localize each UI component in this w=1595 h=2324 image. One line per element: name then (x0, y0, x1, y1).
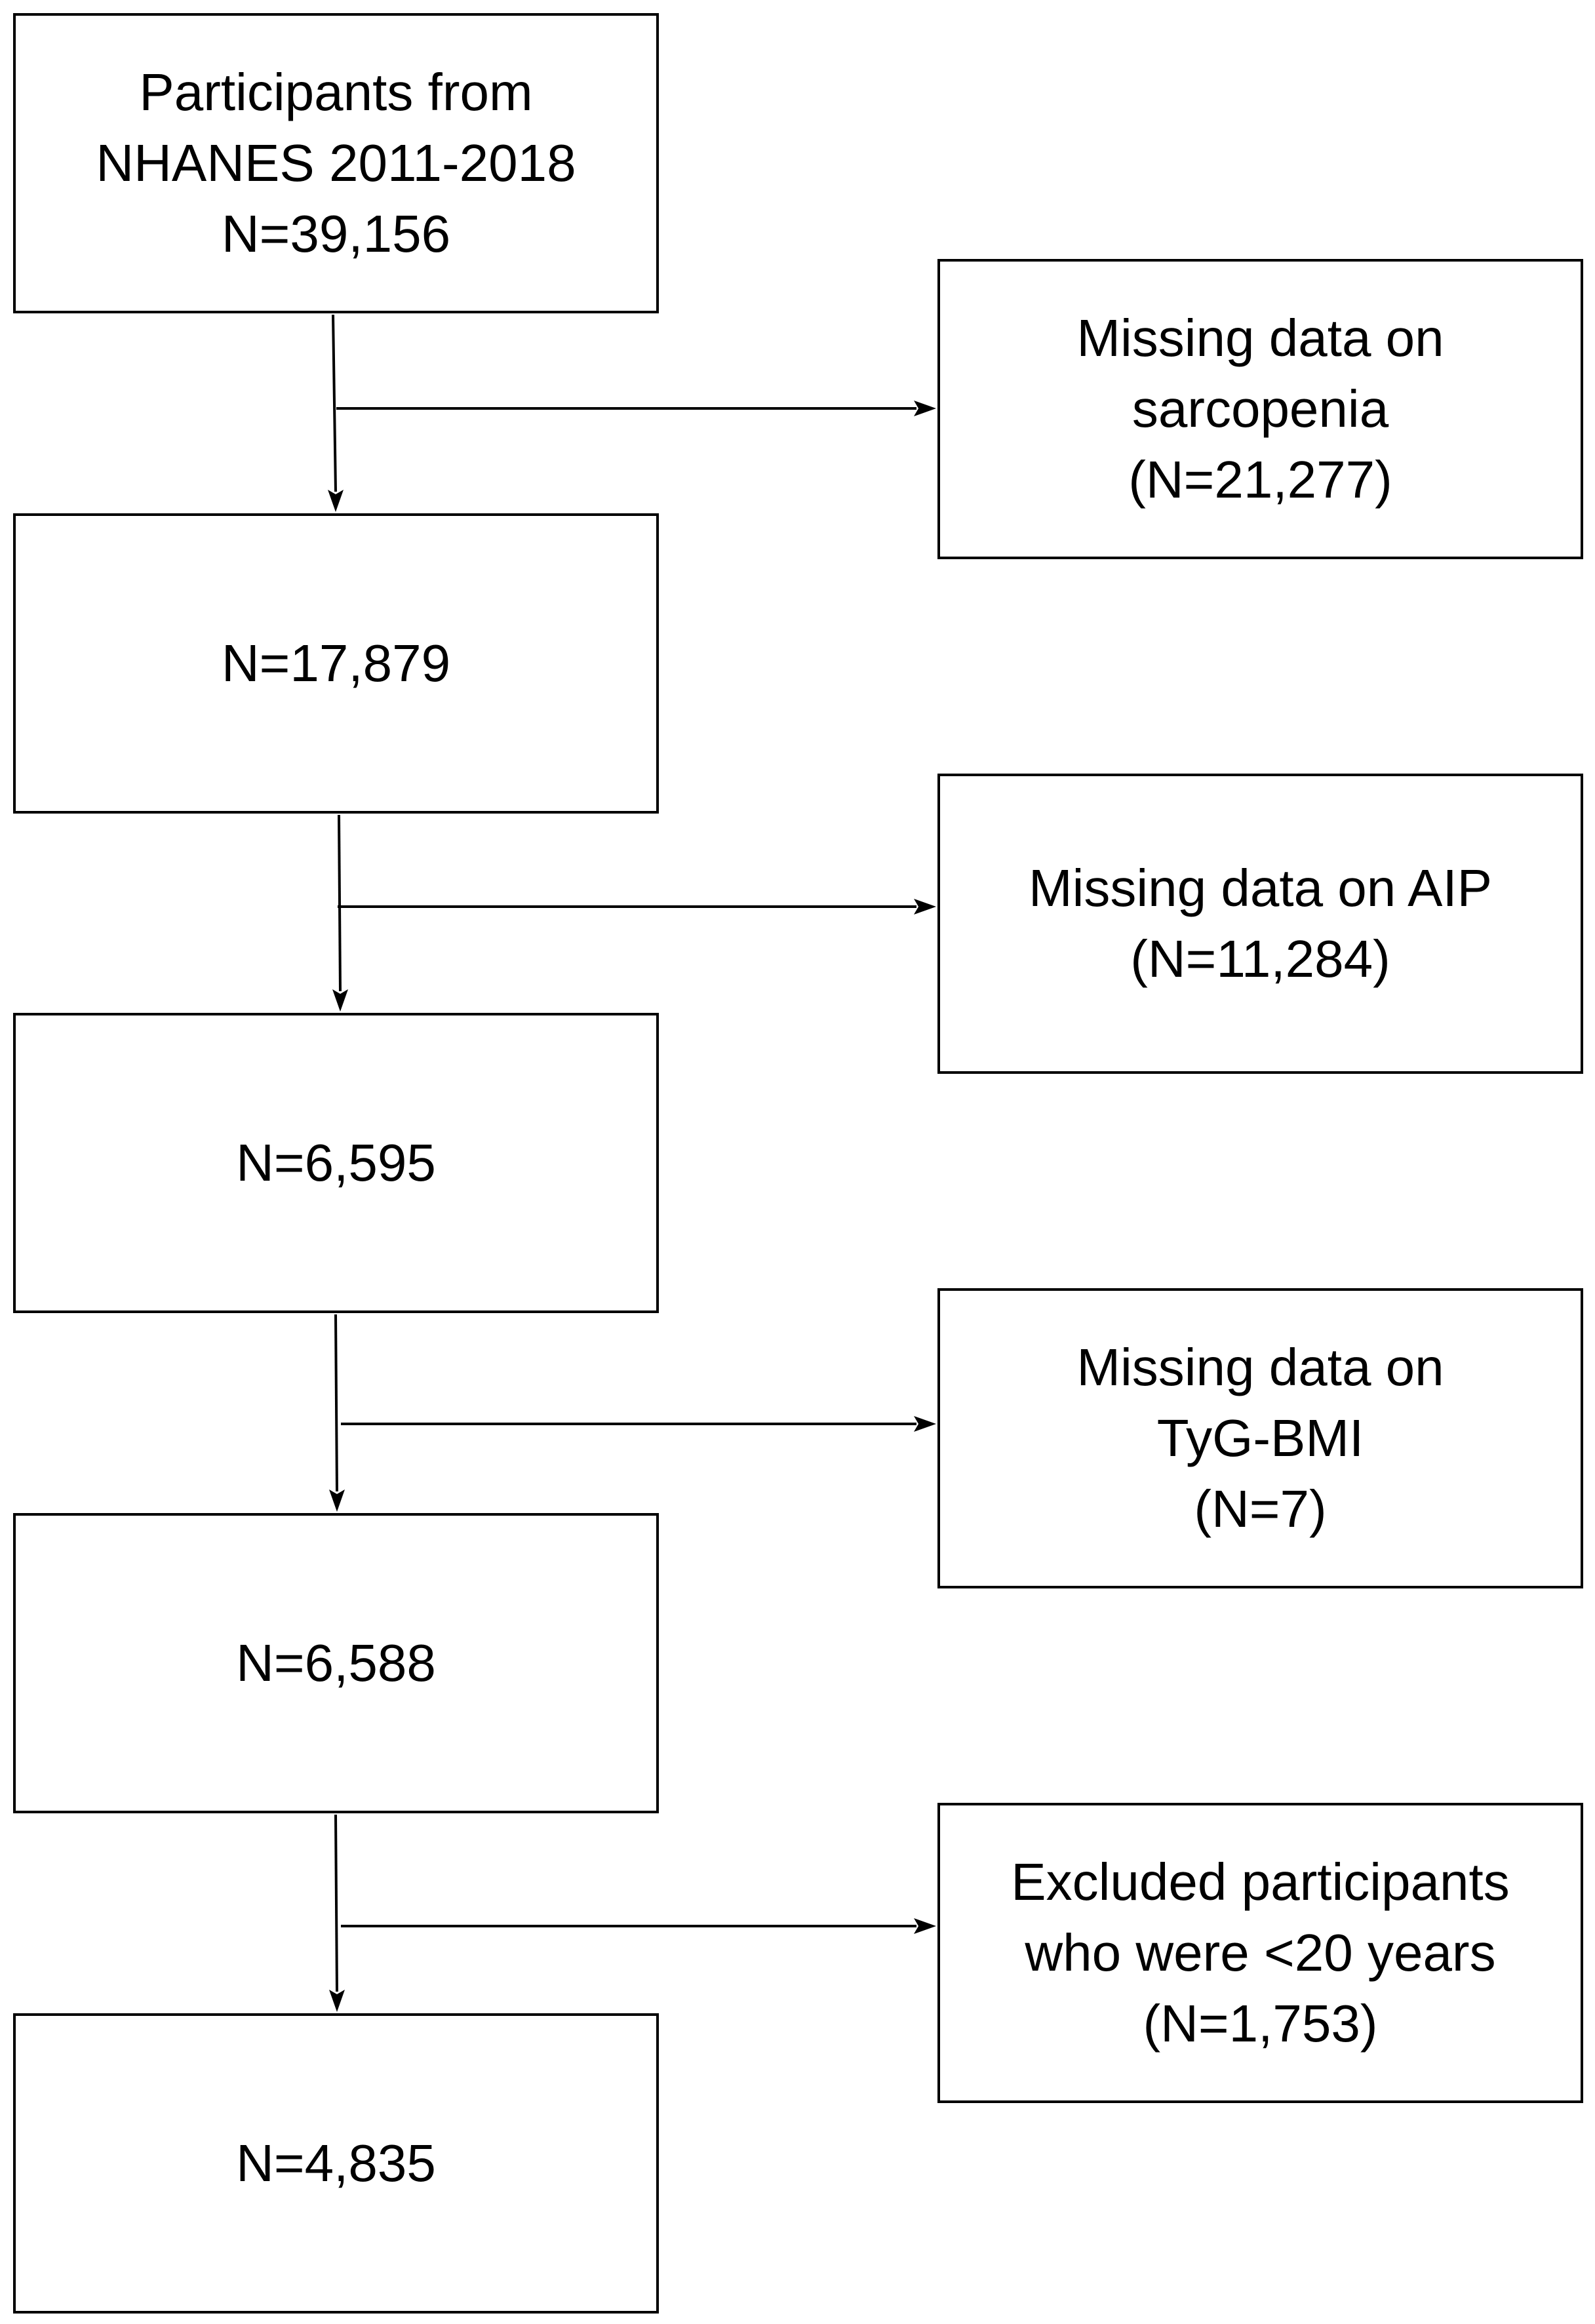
exclusion-box-line: who were <20 years (1025, 1923, 1496, 1982)
main-box-step-3: N=6,595 (13, 1013, 659, 1313)
exclusion-arrowhead-4 (914, 1918, 936, 1934)
main-box-step-2: N=17,879 (13, 513, 659, 814)
exclusion-box-line: Missing data on AIP (1028, 859, 1493, 917)
exclusion-arrowhead-1 (914, 401, 936, 416)
main-box-line: NHANES 2011-2018 (96, 134, 576, 192)
main-box-line: Participants from (139, 63, 533, 121)
exclusion-box-line: sarcopenia (1132, 380, 1389, 438)
exclusion-box-tyg-bmi: Missing data on TyG-BMI (N=7) (937, 1288, 1583, 1588)
exclusion-arrowhead-2 (914, 899, 936, 915)
flow-arrow-4 (334, 1814, 338, 1992)
exclusion-box-age: Excluded participants who were <20 years… (937, 1803, 1583, 2103)
flow-arrow-2 (338, 814, 342, 992)
flow-arrowhead-4 (329, 1990, 345, 2012)
flow-arrowhead-2 (332, 989, 348, 1012)
flow-arrow-3 (334, 1314, 338, 1492)
main-box-line: N=39,156 (221, 205, 451, 263)
exclusion-box-sarcopenia: Missing data on sarcopenia (N=21,277) (937, 259, 1583, 559)
main-box-line: N=6,595 (236, 1133, 436, 1192)
exclusion-box-line: Missing data on (1076, 1338, 1444, 1396)
main-box-step-4: N=6,588 (13, 1513, 659, 1813)
exclusion-box-line: Excluded participants (1011, 1853, 1510, 1911)
main-box-line: N=6,588 (236, 1634, 436, 1692)
exclusion-arrowhead-3 (914, 1416, 936, 1432)
main-box-line: N=4,835 (236, 2134, 436, 2192)
flow-arrowhead-3 (329, 1489, 345, 1512)
exclusion-box-line: (N=11,284) (1130, 930, 1390, 988)
flow-arrowhead-1 (328, 490, 344, 512)
main-box-line: N=17,879 (221, 634, 451, 692)
exclusion-box-line: (N=1,753) (1143, 1994, 1378, 2053)
exclusion-box-line: Missing data on (1076, 309, 1444, 367)
exclusion-box-line: (N=21,277) (1128, 450, 1392, 509)
exclusion-box-line: (N=7) (1194, 1480, 1327, 1538)
exclusion-box-line: TyG-BMI (1156, 1409, 1364, 1467)
main-box-final: N=4,835 (13, 2013, 659, 2314)
main-box-participants: Participants from NHANES 2011-2018 N=39,… (13, 13, 659, 313)
exclusion-box-aip: Missing data on AIP (N=11,284) (937, 774, 1583, 1074)
flow-arrow-1 (332, 314, 337, 492)
